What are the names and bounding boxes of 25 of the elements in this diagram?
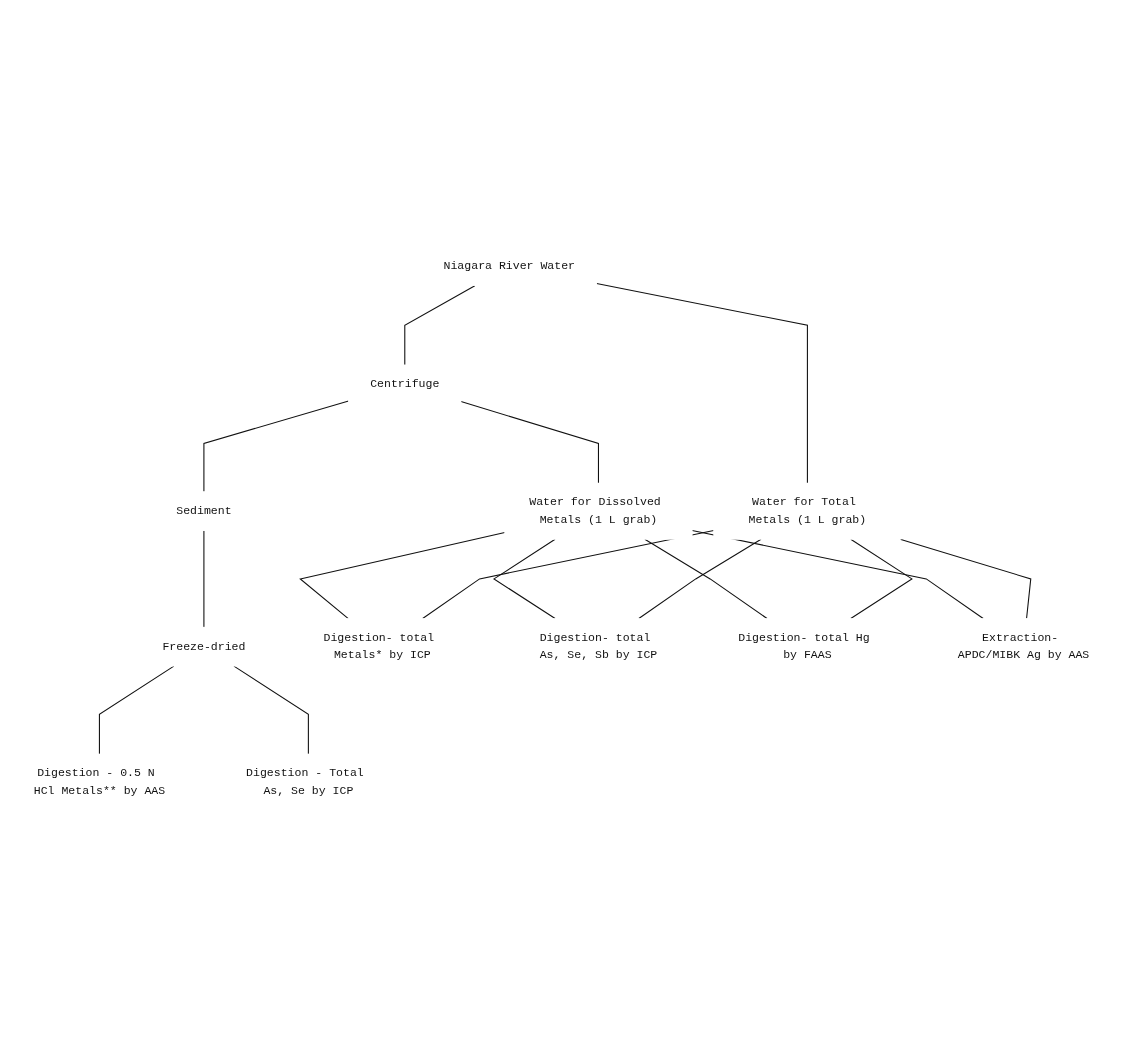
node-text: Digestion- total Metals* by ICP [323, 631, 435, 662]
node-text: Niagara River Water [443, 259, 575, 273]
connector [899, 538, 1032, 619]
node-text: Sediment [176, 504, 232, 518]
connector [493, 538, 556, 619]
connector [203, 399, 350, 492]
node-text: Freeze-dried [162, 639, 246, 653]
connector [299, 531, 506, 619]
node-text: Centrifuge [370, 377, 440, 391]
connector [460, 400, 599, 484]
node-text: Digestion- total As, Se, Sb by ICP [539, 631, 658, 662]
node-text: Water for Dissolved Metals (1 L grab) [529, 495, 661, 526]
connector [203, 529, 205, 628]
node-text: Water for Total Metals (1 L grab) [748, 495, 867, 526]
connector [98, 665, 175, 755]
connector [404, 284, 476, 365]
node-text: Digestion - 0.5 N HCl Metals** by AAS [33, 766, 166, 797]
connector [233, 665, 309, 755]
connector [422, 529, 715, 619]
node-text: Digestion - Total As, Se by ICP [246, 766, 364, 797]
connector [596, 282, 808, 484]
node-text: Extraction- APDC/MIBK Ag by AAS [957, 631, 1090, 662]
connector [850, 538, 913, 619]
connector [691, 529, 984, 619]
node-text: Digestion- total Hg by FAAS [738, 631, 870, 662]
